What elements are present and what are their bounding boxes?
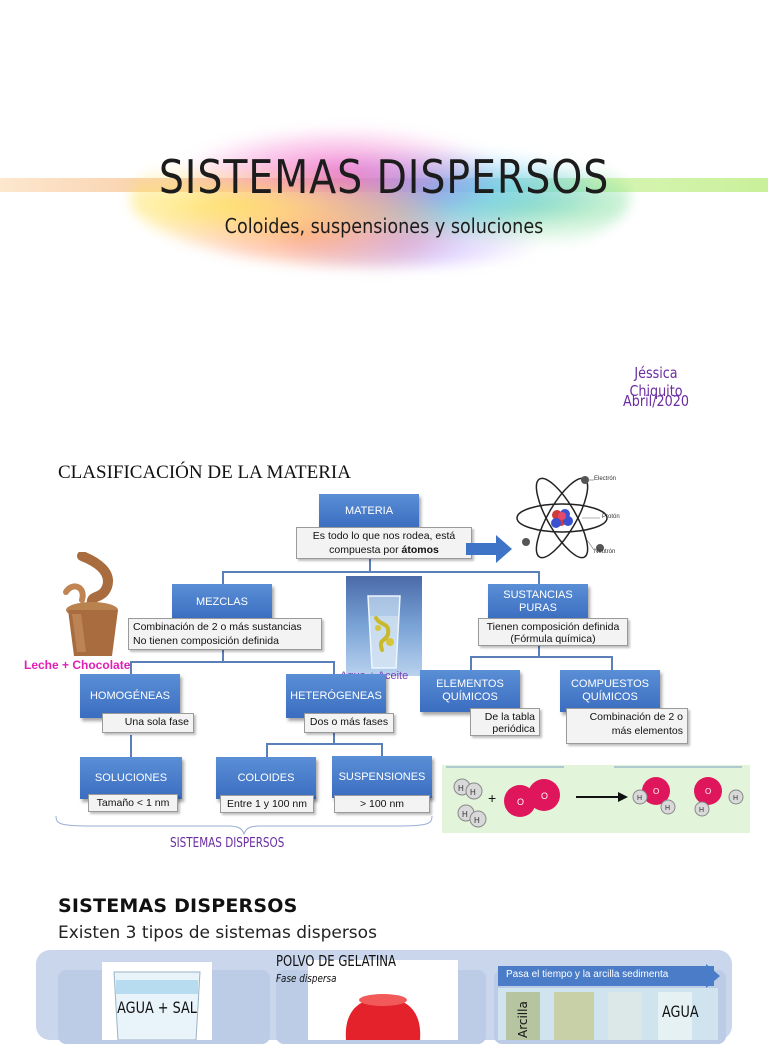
hydrogen-label: H: [637, 795, 642, 802]
arrow-right-icon: [466, 535, 512, 563]
connector-line: [222, 571, 539, 573]
connector-line: [333, 661, 335, 675]
oxygen-label: O: [541, 791, 548, 801]
oxygen-label: O: [653, 787, 659, 796]
mezclas-node: MEZCLAS: [172, 584, 272, 620]
sustancias-puras-note: Tienen composición definida (Fórmula quí…: [478, 618, 628, 646]
hydrogen-label: H: [458, 784, 464, 793]
page-subtitle: Coloides, suspensiones y soluciones: [224, 214, 544, 238]
section-subheading: Existen 3 tipos de sistemas dispersos: [58, 923, 377, 943]
materia-note: Es todo lo que nos rodea, está compuesta…: [296, 527, 472, 559]
mezclas-note-line1: Combinación de 2 o más sustancias: [133, 621, 302, 633]
hydrogen-label: H: [699, 807, 704, 814]
suspensiones-label: SUSPENSIONES: [338, 770, 426, 783]
suspensiones-node: SUSPENSIONES: [332, 756, 432, 798]
connector-line: [538, 645, 540, 657]
compuestos-label: COMPUESTOS QUÍMICOS: [570, 678, 650, 703]
page-title: SISTEMAS DISPERSOS: [158, 150, 610, 204]
glass-icon: [367, 595, 401, 669]
connector-line: [381, 743, 383, 757]
plus-sign: +: [488, 790, 496, 806]
coloides-note: Entre 1 y 100 nm: [220, 795, 314, 813]
oxygen-label: O: [517, 797, 524, 807]
classification-title: CLASIFICACIÓN DE LA MATERIA: [58, 462, 351, 483]
molecule-reaction-icon: H H H H + O O H H O H H O: [446, 766, 744, 828]
connector-line: [470, 656, 612, 658]
elementos-label: ELEMENTOS QUÍMICOS: [436, 678, 504, 703]
heterogeneas-note: Dos o más fases: [304, 713, 394, 733]
hydrogen-label: H: [474, 816, 480, 825]
arcilla-label: Arcilla: [516, 1001, 530, 1038]
bracket-icon: [55, 815, 433, 836]
hydrogen-label: H: [665, 805, 670, 812]
electron-label: Electrón: [594, 476, 617, 482]
proton-label: Protón: [602, 514, 620, 520]
coloides-label: COLOIDES: [237, 771, 295, 784]
connector-line: [130, 661, 132, 675]
sustancias-note-line2: (Fórmula química): [510, 633, 596, 646]
connector-line: [470, 656, 472, 670]
coloides-node: COLOIDES: [216, 757, 316, 799]
elementos-node: ELEMENTOS QUÍMICOS: [420, 670, 520, 712]
atom-icon: [516, 476, 608, 559]
author-name: Jéssica Chiquito: [629, 364, 683, 400]
soluciones-node: SOLUCIONES: [80, 757, 182, 799]
water-oil-image: [346, 576, 422, 676]
publication-date: Abril/2020: [623, 392, 689, 410]
leche-chocolate-label: Leche + Chocolate: [24, 658, 131, 672]
agua-sal-label: AGUA + SAL: [117, 998, 197, 1017]
mezclas-label: MEZCLAS: [196, 595, 248, 608]
materia-note-text: Es todo lo que nos rodea, está compuesta…: [312, 530, 456, 556]
connector-line: [333, 733, 335, 744]
connector-line: [611, 656, 613, 670]
compuestos-node: COMPUESTOS QUÍMICOS: [560, 670, 660, 712]
soluciones-label: SOLUCIONES: [94, 771, 168, 784]
bracket-label: SISTEMAS DISPERSOS: [170, 836, 285, 851]
homogeneas-note: Una sola fase: [102, 713, 194, 733]
hydrogen-label: H: [462, 810, 468, 819]
sustancias-puras-node: SUSTANCIAS PURAS: [488, 584, 588, 620]
heterogeneas-label: HETERÓGENEAS: [290, 689, 382, 702]
heterogeneas-node: HETERÓGENEAS: [286, 674, 386, 718]
sustancias-puras-label: SUSTANCIAS PURAS: [503, 589, 573, 614]
arrow-right-icon: [706, 964, 720, 988]
elementos-note: De la tabla periódica: [470, 708, 540, 736]
connector-line: [538, 571, 540, 585]
examples-panel: AGUA + SAL POLVO DE GELATINA Fase disper…: [36, 950, 732, 1044]
materia-note-bold: átomos: [401, 543, 439, 556]
section-heading: SISTEMAS DISPERSOS: [58, 895, 298, 917]
soluciones-note: Tamaño < 1 nm: [88, 794, 178, 812]
solution-image: AGUA + SAL: [102, 962, 212, 1041]
connector-line: [266, 743, 382, 745]
connector-line: [130, 661, 334, 663]
oxygen-label: O: [705, 787, 711, 796]
connector-line: [222, 650, 224, 662]
hydrogen-label: H: [470, 788, 476, 797]
suspension-image: Arcilla AGUA: [498, 988, 718, 1040]
homogeneas-node: HOMOGÉNEAS: [80, 674, 180, 718]
connector-line: [369, 558, 371, 572]
agua-label: AGUA: [662, 1002, 699, 1021]
suspension-banner-text: Pasa el tiempo y la arcilla sedimenta: [506, 969, 669, 980]
compuestos-note: Combinación de 2 o más elementos: [566, 708, 688, 744]
hydrogen-label: H: [733, 795, 738, 802]
mezclas-note: Combinación de 2 o más sustancias No tie…: [128, 618, 322, 650]
gelatin-subtitle: Fase dispersa: [276, 972, 337, 985]
suspension-banner: Pasa el tiempo y la arcilla sedimenta: [498, 966, 714, 986]
reaction-panel: H H H H + O O H H O H H O: [442, 765, 750, 833]
watercolor-splash: [130, 128, 630, 268]
sustancias-note-line1: Tienen composición definida: [486, 621, 620, 633]
mezclas-note-line2: No tienen composición definida: [133, 634, 279, 647]
materia-node: MATERIA: [319, 494, 419, 528]
chocolate-milk-image: [63, 552, 118, 656]
gelatin-title: POLVO DE GELATINA: [276, 952, 397, 970]
connector-line: [130, 735, 132, 757]
homogeneas-label: HOMOGÉNEAS: [89, 689, 171, 702]
neutron-label: Neutrón: [594, 549, 616, 555]
connector-line: [266, 743, 268, 757]
materia-label: MATERIA: [344, 504, 394, 517]
connector-line: [222, 571, 224, 585]
suspensiones-note: > 100 nm: [334, 795, 430, 813]
